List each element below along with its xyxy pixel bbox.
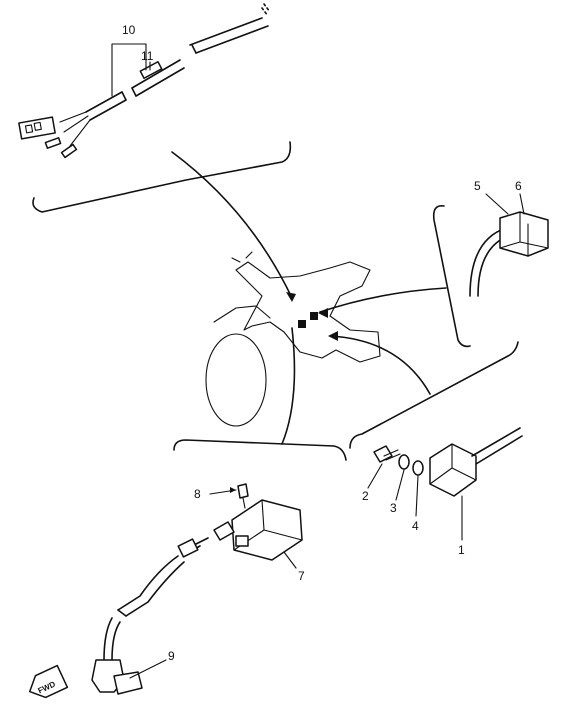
ignitor-edges: [429, 443, 477, 485]
callout-6: 6: [515, 179, 522, 193]
connector-pin: [33, 121, 42, 131]
callout-2: 2: [362, 489, 369, 503]
callout-leader-9: [129, 659, 167, 679]
washer: [412, 460, 424, 476]
panel-frame-bottom-left: [173, 439, 347, 461]
handlebar: [231, 251, 253, 263]
switch-body: [499, 211, 549, 257]
callout-9: 9: [168, 649, 175, 663]
panel-frame-top-left: [32, 141, 292, 213]
callout-leader-7: [283, 551, 297, 569]
callout-1: 1: [458, 543, 465, 557]
callout-11: 11: [141, 49, 154, 63]
wire-harness-panel: 10 11: [18, 3, 292, 213]
panel-frame-bottom-right: [349, 341, 519, 449]
callout-5: 5: [474, 179, 481, 193]
coil-location-mark: [310, 312, 318, 320]
fwd-arrow: FWD: [28, 664, 69, 699]
harness-wires: [59, 111, 91, 147]
harness-segment: [131, 87, 137, 97]
ignitor-cable: [475, 435, 523, 465]
coil-terminal: [235, 535, 249, 547]
pointer-ignitor: [329, 335, 431, 395]
ignitor-location-mark: [298, 320, 306, 328]
harness-segment: [191, 44, 197, 54]
callout-leaders-1-4: [367, 463, 463, 541]
arrowhead: [328, 331, 338, 341]
harness-segment: [189, 17, 263, 46]
harness-segment: [89, 99, 127, 121]
pointer-lines: [171, 151, 447, 445]
switch-body-edges: [499, 211, 549, 257]
ht-lead: [125, 561, 185, 617]
callout-10: 10: [122, 23, 136, 37]
washer: [398, 454, 410, 470]
pointer-coil: [281, 327, 296, 445]
front-wheel: [205, 333, 267, 427]
callout-leader-5-6: [485, 193, 525, 215]
callout-7: 7: [298, 569, 305, 583]
pointer-switch: [319, 287, 447, 313]
harness-sleeve-11: [139, 61, 163, 79]
callout-3: 3: [390, 501, 397, 515]
ignition-coil-panel: 8 9 7: [91, 439, 347, 695]
arrowhead: [318, 308, 328, 318]
ht-lead: [103, 617, 113, 661]
harness-segment: [135, 67, 185, 97]
callout-8: 8: [194, 487, 201, 501]
spark-plug-cap-elbow: [113, 671, 143, 695]
harness-break-mark: [261, 3, 271, 17]
harness-segment: [131, 59, 181, 89]
bullet-terminal: [60, 143, 78, 159]
ignition-coil: [231, 499, 303, 561]
arrowhead: [230, 487, 236, 493]
coil-screw-shank: [242, 497, 246, 509]
ignitor-unit: [429, 443, 477, 497]
panel-frame-right: [432, 204, 471, 348]
ht-lead-end: [117, 609, 127, 617]
harness-segment: [195, 25, 269, 54]
ht-lead: [117, 555, 179, 611]
bullet-terminal: [44, 137, 62, 149]
ht-lead: [111, 621, 121, 661]
ignitor-bolt-shank: [383, 449, 401, 461]
front-fender: [213, 305, 271, 323]
coil-output-boot: [213, 521, 235, 541]
switch-cable: [469, 227, 507, 297]
connector-pin: [24, 124, 34, 134]
switch-panel: 5 6: [432, 179, 549, 348]
fwd-arrow-shape: [28, 664, 69, 699]
ht-lead-sleeve: [177, 538, 199, 558]
harness-segment: [121, 91, 127, 101]
harness-connector: [18, 116, 56, 140]
ignitor-panel: 2 3 4 1: [349, 341, 523, 557]
pointer-harness: [171, 151, 293, 299]
harness-segment: [85, 91, 123, 113]
arrowhead: [286, 292, 296, 302]
ignitor-cable: [471, 427, 521, 457]
motorcycle-body: [235, 261, 381, 363]
coil-screw: [237, 483, 249, 499]
motorcycle-outline: [205, 251, 381, 427]
callout-4: 4: [412, 519, 419, 533]
ignitor-bolt: [373, 445, 393, 463]
callout-leader-10-11: [111, 43, 151, 97]
